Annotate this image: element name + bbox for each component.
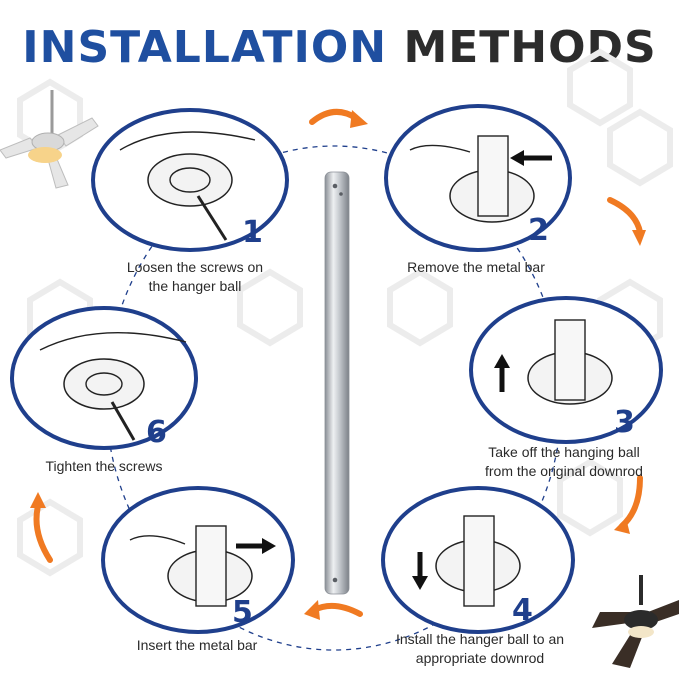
- downrod-icon: [324, 171, 350, 595]
- step-number-3: 3: [614, 405, 635, 440]
- step-circle-3: [469, 296, 663, 444]
- title-word-installation: INSTALLATION: [22, 22, 388, 73]
- ceiling-fan-icon: [0, 90, 99, 189]
- step-2-caption: Remove the metal bar: [407, 259, 545, 275]
- step-number-4: 4: [512, 593, 533, 628]
- step-number-2: 2: [528, 213, 549, 248]
- page-title: INSTALLATION METHODS: [0, 22, 679, 73]
- ceiling-fan-icon: [592, 575, 679, 668]
- step-6-caption: Tighten the screws: [45, 458, 163, 474]
- step-circle-4: [381, 486, 575, 634]
- title-word-methods: METHODS: [403, 22, 657, 73]
- orange-arrow-heads: [30, 110, 646, 620]
- step-number-1: 1: [242, 215, 263, 250]
- step-number-6: 6: [146, 415, 167, 450]
- step-1-caption: Loosen the screws on the hanger ball: [126, 259, 264, 294]
- step-circle-2: [384, 104, 572, 252]
- step-3-caption: Take off the hanging ball from the origi…: [485, 444, 643, 479]
- step-circle-6: [10, 306, 198, 450]
- step-5-caption: Insert the metal bar: [136, 637, 258, 653]
- step-4-caption: Install the hanger ball to an appropriat…: [395, 631, 565, 666]
- step-number-5: 5: [232, 595, 253, 630]
- step-circle-5: [101, 486, 295, 634]
- step-circle-1: [91, 108, 289, 252]
